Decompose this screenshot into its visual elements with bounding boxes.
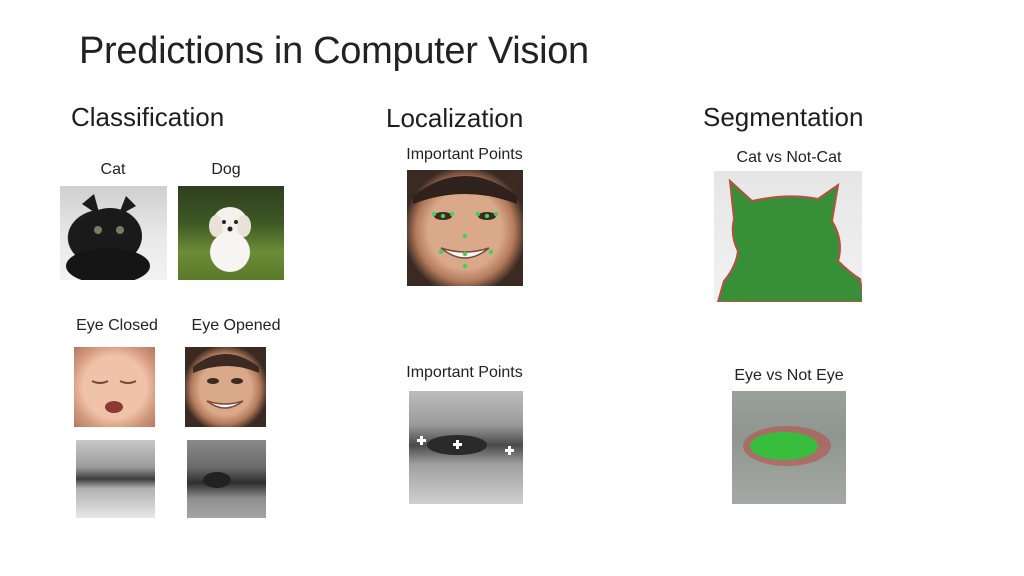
cat-segmentation-image — [714, 171, 862, 302]
cat-mask-drawing — [716, 178, 862, 302]
segmentation-heading: Segmentation — [703, 102, 864, 132]
cat-label: Cat — [100, 161, 126, 178]
eye-segmentation-image — [732, 391, 846, 504]
eye-landmarks-image — [409, 391, 523, 504]
slide-title: Predictions in Computer Vision — [79, 30, 589, 72]
closed-eye-crop-image — [76, 440, 155, 518]
baby-face-image — [74, 347, 155, 427]
cat-drawing — [66, 194, 150, 280]
cat-image — [60, 186, 167, 280]
face-landmarks-drawing — [413, 176, 517, 269]
man-face-small-drawing — [193, 354, 259, 409]
dog-drawing — [209, 207, 251, 272]
face-landmarks-image — [407, 170, 523, 286]
man-face-image-small — [185, 347, 266, 427]
eye-landmark-points — [417, 436, 514, 455]
important-points-bottom-label: Important Points — [406, 364, 523, 381]
important-points-top-label: Important Points — [406, 146, 523, 163]
baby-face-drawing — [91, 380, 137, 413]
eye-vs-not-eye-label: Eye vs Not Eye — [734, 367, 844, 384]
face-landmark-points — [431, 211, 499, 269]
eye-mask-drawing — [743, 426, 831, 466]
eye-closed-label: Eye Closed — [76, 317, 158, 334]
cat-vs-not-cat-label: Cat vs Not-Cat — [736, 149, 842, 166]
localization-heading: Localization — [386, 103, 524, 133]
dog-image — [178, 186, 284, 280]
dog-label: Dog — [211, 161, 241, 178]
classification-heading: Classification — [71, 102, 225, 132]
eye-landmarks-drawing — [417, 435, 514, 455]
eye-opened-label: Eye Opened — [191, 317, 281, 334]
open-eye-crop-image — [187, 440, 266, 518]
open-eye-crop-drawing — [203, 472, 231, 488]
